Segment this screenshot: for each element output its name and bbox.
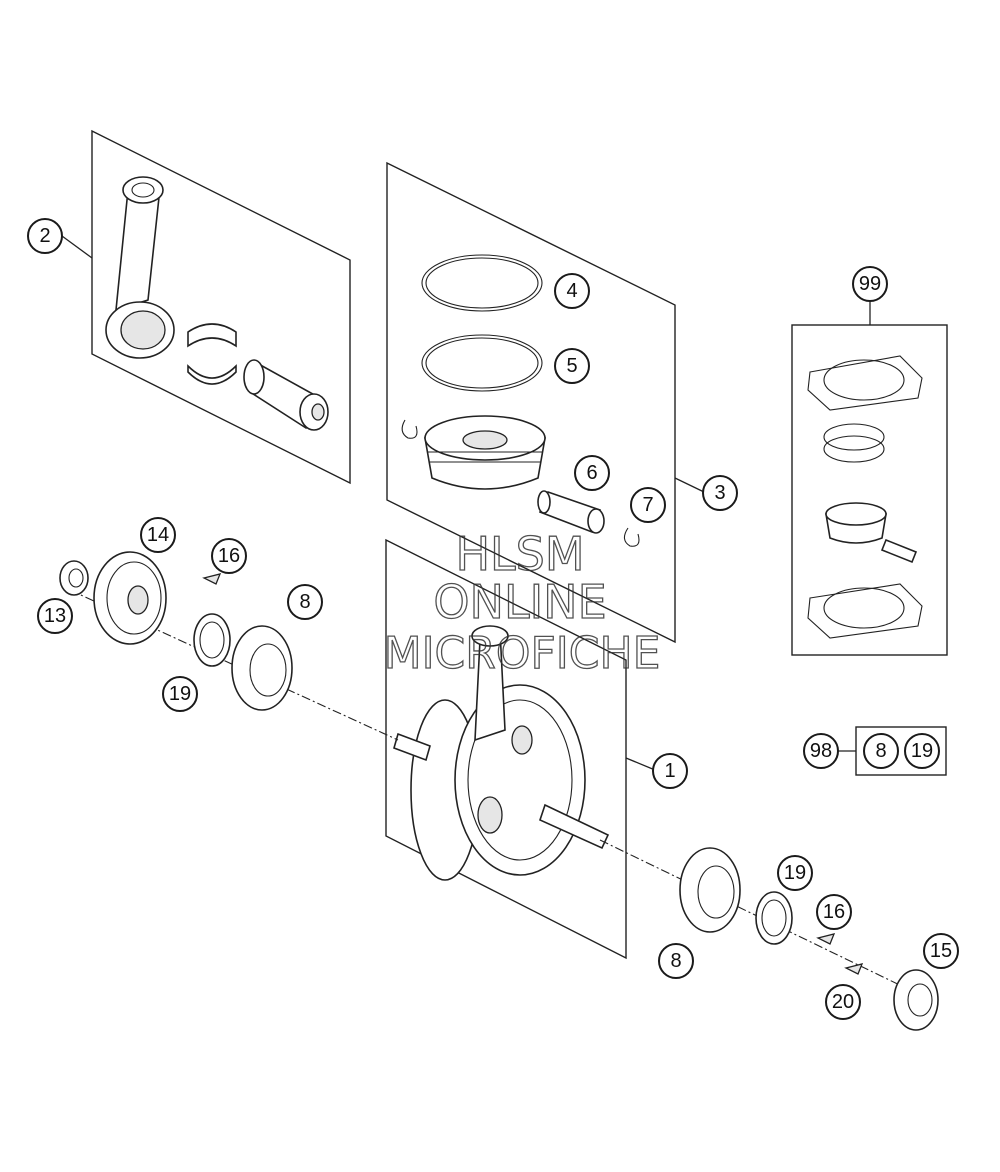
watermark: HLSM ONLINE MICROFICHE — [383, 526, 661, 679]
callout-98-item-19[interactable]: 19 — [904, 733, 940, 769]
svg-text:16: 16 — [823, 901, 845, 923]
svg-text:5: 5 — [566, 355, 577, 377]
svg-text:19: 19 — [169, 683, 191, 705]
conrod-bearing — [187, 323, 237, 385]
kit-pin — [880, 538, 918, 564]
watermark-line-2: ONLINE — [433, 575, 606, 629]
callout-8-right[interactable]: 8 — [658, 943, 694, 979]
top-end-kit-panel — [791, 301, 948, 656]
callout-2[interactable]: 2 — [27, 218, 63, 254]
callout-7[interactable]: 7 — [630, 487, 666, 523]
svg-text:99: 99 — [859, 273, 881, 295]
woodruff-key-16-left — [202, 573, 222, 585]
svg-text:4: 4 — [566, 280, 577, 302]
piston-ring-top — [421, 254, 543, 312]
callout-14[interactable]: 14 — [140, 517, 176, 553]
callout-1[interactable]: 1 — [652, 753, 688, 789]
piston-kit-panel — [386, 161, 705, 644]
callout-3[interactable]: 3 — [702, 475, 738, 511]
svg-text:6: 6 — [586, 462, 597, 484]
callout-19-left[interactable]: 19 — [162, 676, 198, 712]
watermark-line-1: HLSM — [455, 527, 584, 581]
woodruff-key-16-right — [816, 933, 836, 945]
spacer-13 — [59, 560, 89, 596]
svg-text:2: 2 — [39, 225, 50, 247]
callout-99[interactable]: 99 — [852, 266, 888, 302]
svg-text:98: 98 — [810, 740, 832, 762]
crankshaft-panel — [385, 538, 656, 960]
kit-piston — [825, 502, 887, 544]
callout-13[interactable]: 13 — [37, 598, 73, 634]
primary-gear-14 — [93, 551, 167, 645]
connecting-rod — [105, 176, 175, 359]
callout-98[interactable]: 98 — [803, 733, 839, 769]
svg-text:8: 8 — [670, 950, 681, 972]
callout-16-right[interactable]: 16 — [816, 894, 852, 930]
timing-gear-15 — [893, 969, 939, 1031]
callout-20[interactable]: 20 — [825, 984, 861, 1020]
callout-98-item-8[interactable]: 8 — [863, 733, 899, 769]
shaft-seal-19-left — [193, 613, 231, 667]
callout-16-left[interactable]: 16 — [211, 538, 247, 574]
svg-text:1: 1 — [664, 760, 675, 782]
base-gasket — [807, 583, 923, 639]
shaft-seal-19-right — [755, 891, 793, 945]
piston-pin — [537, 490, 605, 534]
callout-4[interactable]: 4 — [554, 273, 590, 309]
kit-ring-top — [823, 423, 885, 451]
svg-text:8: 8 — [299, 591, 310, 613]
svg-text:15: 15 — [930, 940, 952, 962]
bearing-8-left — [231, 625, 293, 711]
svg-text:13: 13 — [44, 605, 66, 627]
svg-text:19: 19 — [911, 740, 933, 762]
callout-5[interactable]: 5 — [554, 348, 590, 384]
svg-text:14: 14 — [147, 524, 169, 546]
piston-ring-second — [421, 334, 543, 392]
kit-ring-second — [823, 435, 885, 463]
piston-circlip-left — [401, 419, 418, 439]
callout-8-left[interactable]: 8 — [287, 584, 323, 620]
callout-19-right[interactable]: 19 — [777, 855, 813, 891]
piston-circlip-right — [623, 527, 640, 547]
piston — [424, 415, 546, 490]
svg-text:8: 8 — [875, 740, 886, 762]
svg-text:19: 19 — [784, 862, 806, 884]
svg-text:16: 16 — [218, 545, 240, 567]
conrod-kit-panel — [61, 129, 351, 485]
woodruff-key-20 — [844, 963, 864, 975]
crankshaft — [393, 625, 610, 881]
svg-text:7: 7 — [642, 494, 653, 516]
svg-text:3: 3 — [714, 482, 725, 504]
callout-6[interactable]: 6 — [574, 455, 610, 491]
svg-text:20: 20 — [832, 991, 854, 1013]
conrod-pin — [243, 359, 329, 431]
callout-15[interactable]: 15 — [923, 933, 959, 969]
head-gasket — [807, 355, 923, 411]
bearing-8-right — [679, 847, 741, 933]
watermark-line-3: MICROFICHE — [384, 628, 661, 679]
